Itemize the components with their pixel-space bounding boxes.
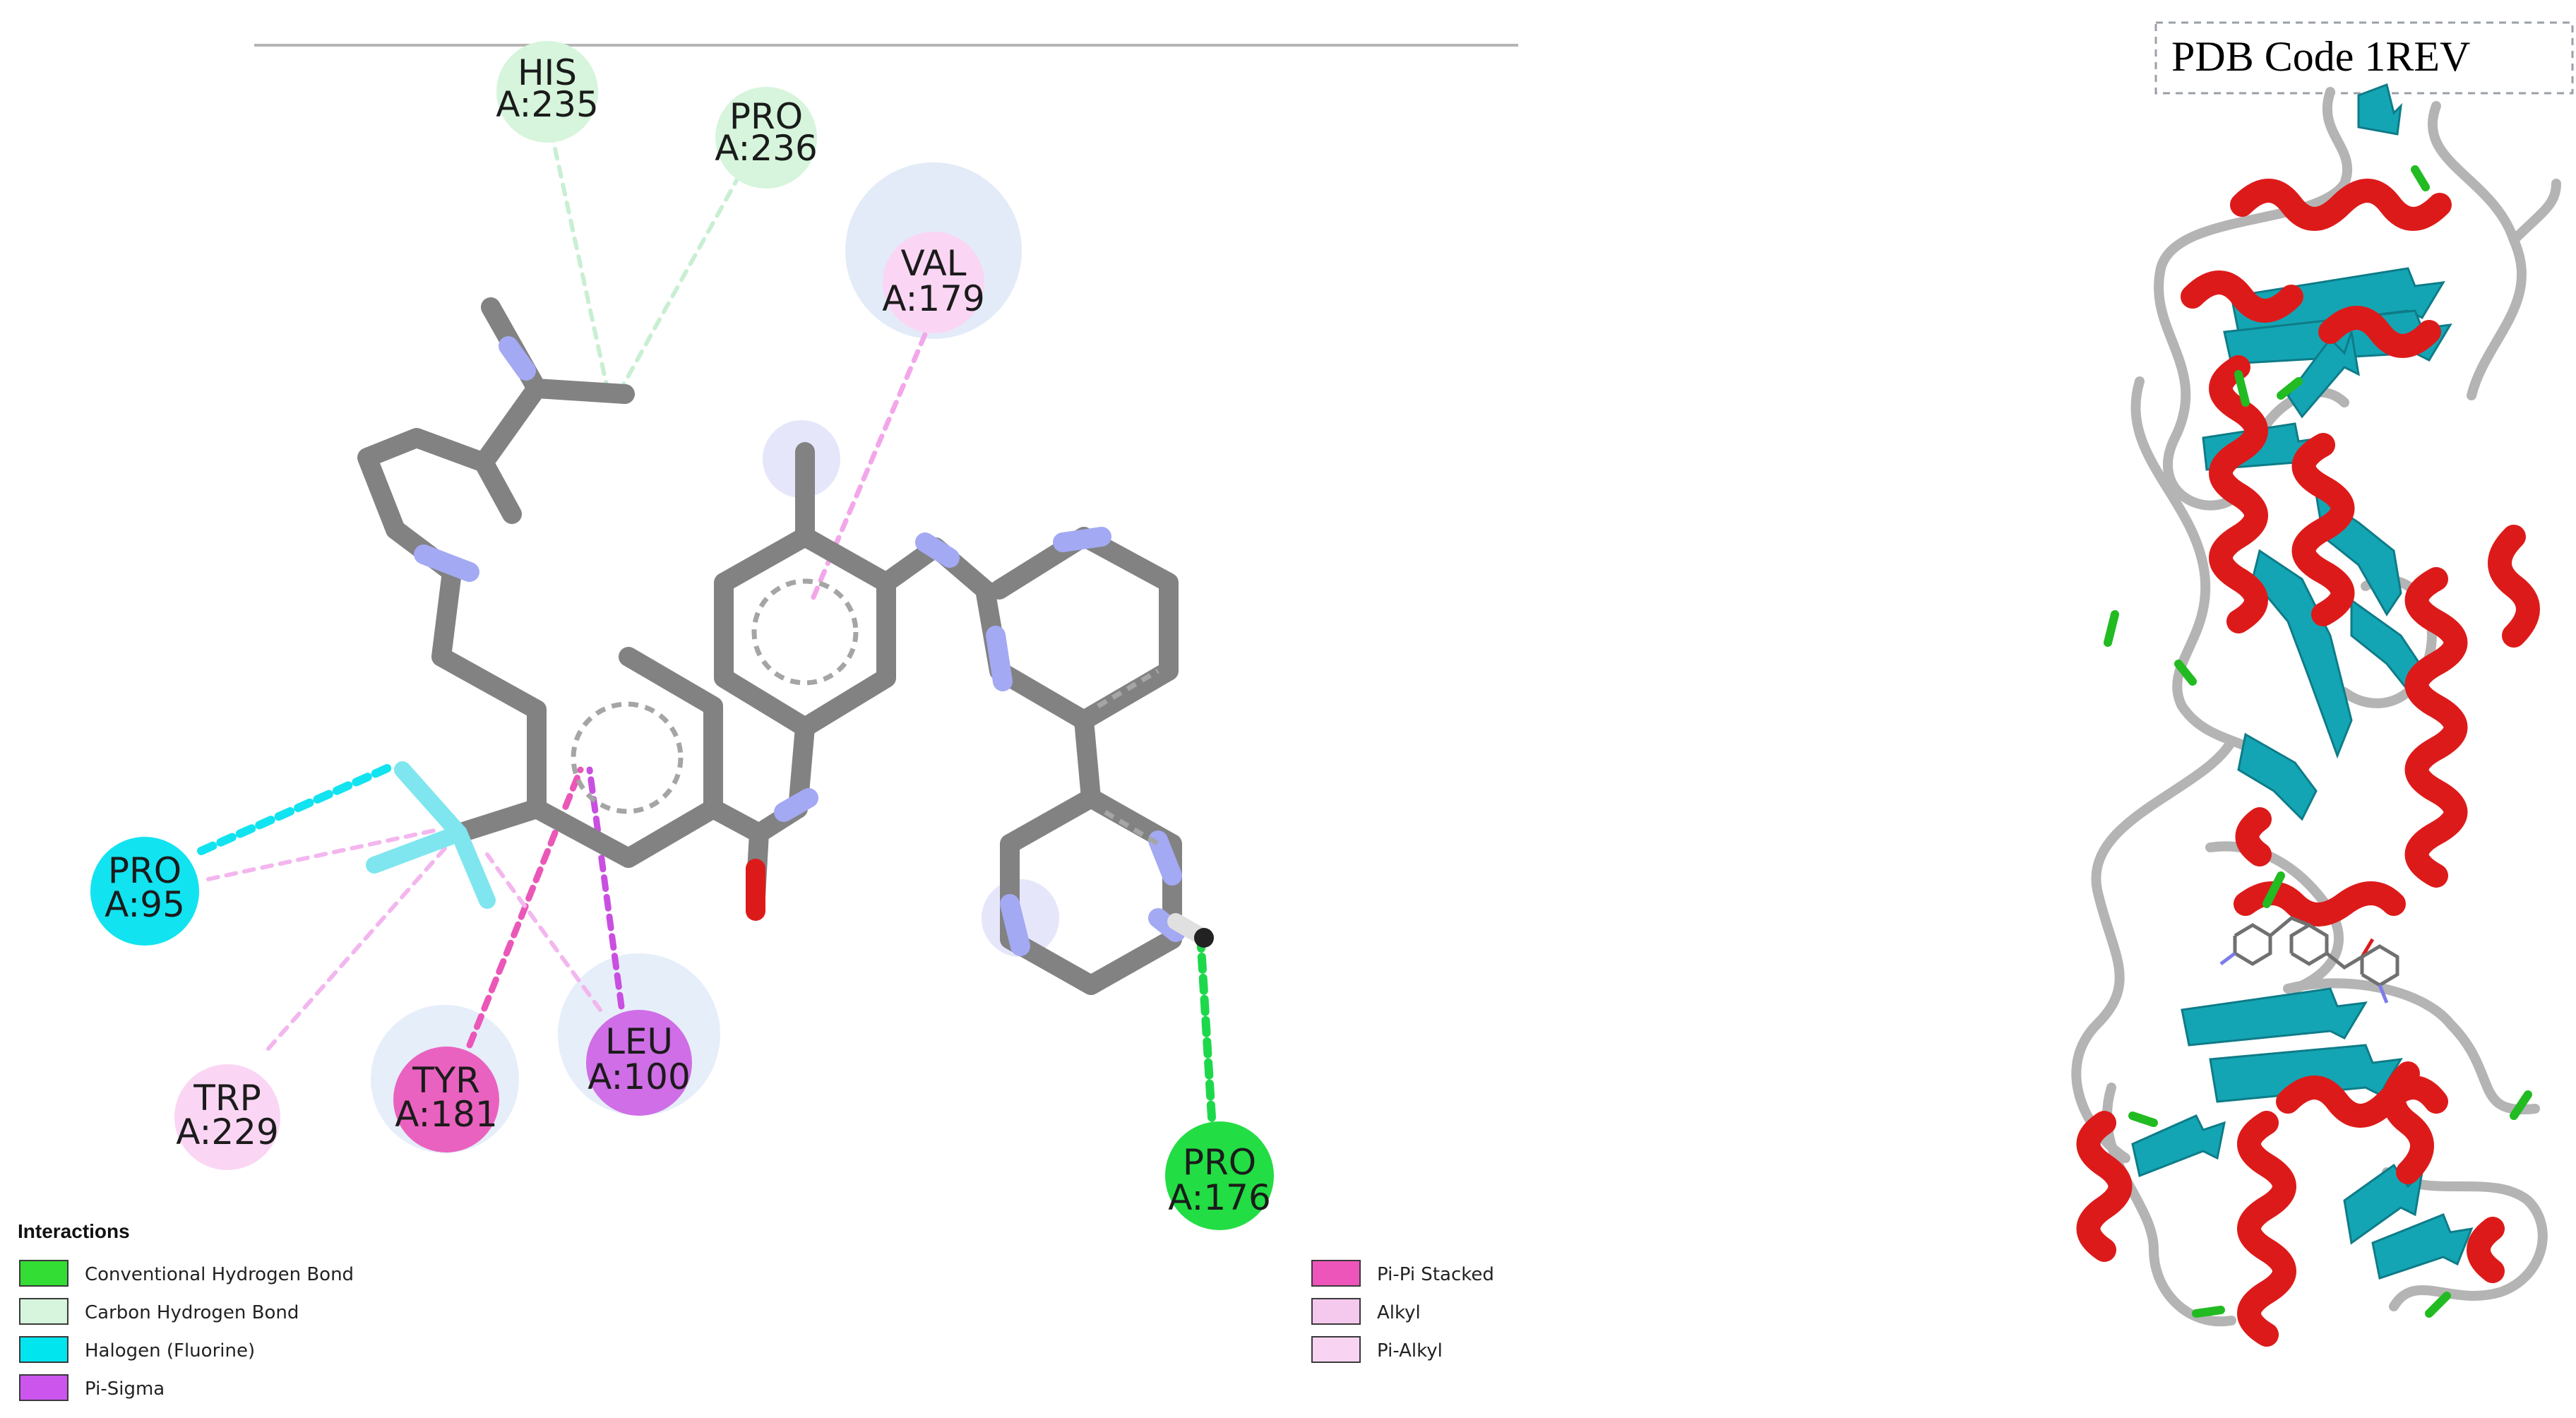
legend-item: Alkyl — [1311, 1298, 1421, 1325]
residue-pro236: PRO A:236 — [715, 87, 818, 189]
residue-trp229: TRP A:229 — [174, 1064, 280, 1170]
coil-backbone — [2071, 87, 2561, 1327]
residue-name: LEU — [605, 1021, 673, 1062]
bound-ligand — [2219, 916, 2399, 1003]
legend-swatch — [1311, 1298, 1361, 1325]
legend-item: Pi-Pi Stacked — [1311, 1260, 1494, 1287]
interaction-lines — [197, 111, 1217, 1145]
legend-label: Conventional Hydrogen Bond — [85, 1264, 354, 1285]
interaction-diagram: HIS A:235 PRO A:236 VAL A:179 PRO A:95 T… — [90, 41, 1274, 1230]
residue-name: PRO — [108, 850, 181, 891]
legend-swatch — [19, 1374, 68, 1401]
residue-his235: HIS A:235 — [496, 41, 599, 143]
residue-id: A:235 — [496, 84, 599, 125]
interactions-legend: Interactions Conventional Hydrogen BondC… — [18, 1220, 1494, 1401]
legend-swatch — [1311, 1336, 1361, 1363]
legend-item: Pi-Sigma — [19, 1374, 165, 1401]
alpha-helices — [2076, 179, 2540, 1347]
residue-pro95: PRO A:95 — [90, 837, 199, 946]
ligand-nitrogens — [414, 336, 1186, 956]
legend-swatch — [19, 1260, 68, 1287]
residue-pro176: PRO A:176 — [1165, 1121, 1274, 1230]
residue-name: TYR — [412, 1060, 480, 1101]
legend-label: Halogen (Fluorine) — [85, 1340, 255, 1362]
residue-val179: VAL A:179 — [882, 232, 985, 333]
fluorine-atoms — [366, 761, 496, 909]
alkyl-line — [206, 828, 440, 881]
legend-item: Halogen (Fluorine) — [19, 1336, 255, 1363]
legend-swatch — [1311, 1260, 1361, 1287]
residue-name: TRP — [193, 1078, 261, 1119]
residue-name: PRO — [1183, 1142, 1256, 1183]
residue-name: VAL — [900, 243, 966, 284]
carbon-h-bond-line — [619, 157, 751, 391]
pi-alkyl-line — [485, 852, 602, 1012]
turns — [2104, 165, 2532, 1318]
legend-item: Carbon Hydrogen Bond — [19, 1298, 299, 1325]
legend-swatch — [19, 1298, 68, 1325]
residue-id: A:100 — [588, 1056, 691, 1097]
legend-label: Pi-Pi Stacked — [1377, 1264, 1494, 1285]
residue-id: A:179 — [882, 278, 985, 319]
residue-name: PRO — [729, 96, 803, 137]
residue-leu100: LEU A:100 — [586, 1010, 692, 1116]
residue-id: A:176 — [1168, 1177, 1271, 1218]
carbon-h-bond-line — [545, 111, 609, 391]
h-bond-line — [1196, 931, 1217, 1145]
halogen-line — [197, 762, 396, 855]
legend-item: Pi-Alkyl — [1311, 1336, 1443, 1363]
legend-label: Alkyl — [1377, 1302, 1421, 1323]
residue-id: A:181 — [395, 1094, 498, 1135]
legend-label: Pi-Alkyl — [1377, 1340, 1443, 1362]
legend-title: Interactions — [18, 1220, 130, 1242]
pdb-label: PDB Code 1REV — [2171, 33, 2470, 80]
aromatic-rings — [571, 578, 859, 814]
residue-id: A:236 — [715, 128, 818, 169]
pdb-label-box — [2154, 21, 2574, 95]
legend-item: Conventional Hydrogen Bond — [19, 1260, 354, 1287]
legend-label: Carbon Hydrogen Bond — [85, 1302, 299, 1323]
legend-label: Pi-Sigma — [85, 1378, 165, 1400]
protein-structure: PDB Code 1REV — [2071, 21, 2574, 1347]
residue-name: HIS — [518, 52, 577, 93]
residue-id: A:229 — [176, 1112, 279, 1152]
residue-id: A:95 — [105, 884, 185, 925]
legend-swatch — [19, 1336, 68, 1363]
pi-sigma-line — [586, 766, 625, 1010]
alkyl-line — [266, 838, 454, 1051]
residue-tyr181: TYR A:181 — [393, 1047, 499, 1152]
